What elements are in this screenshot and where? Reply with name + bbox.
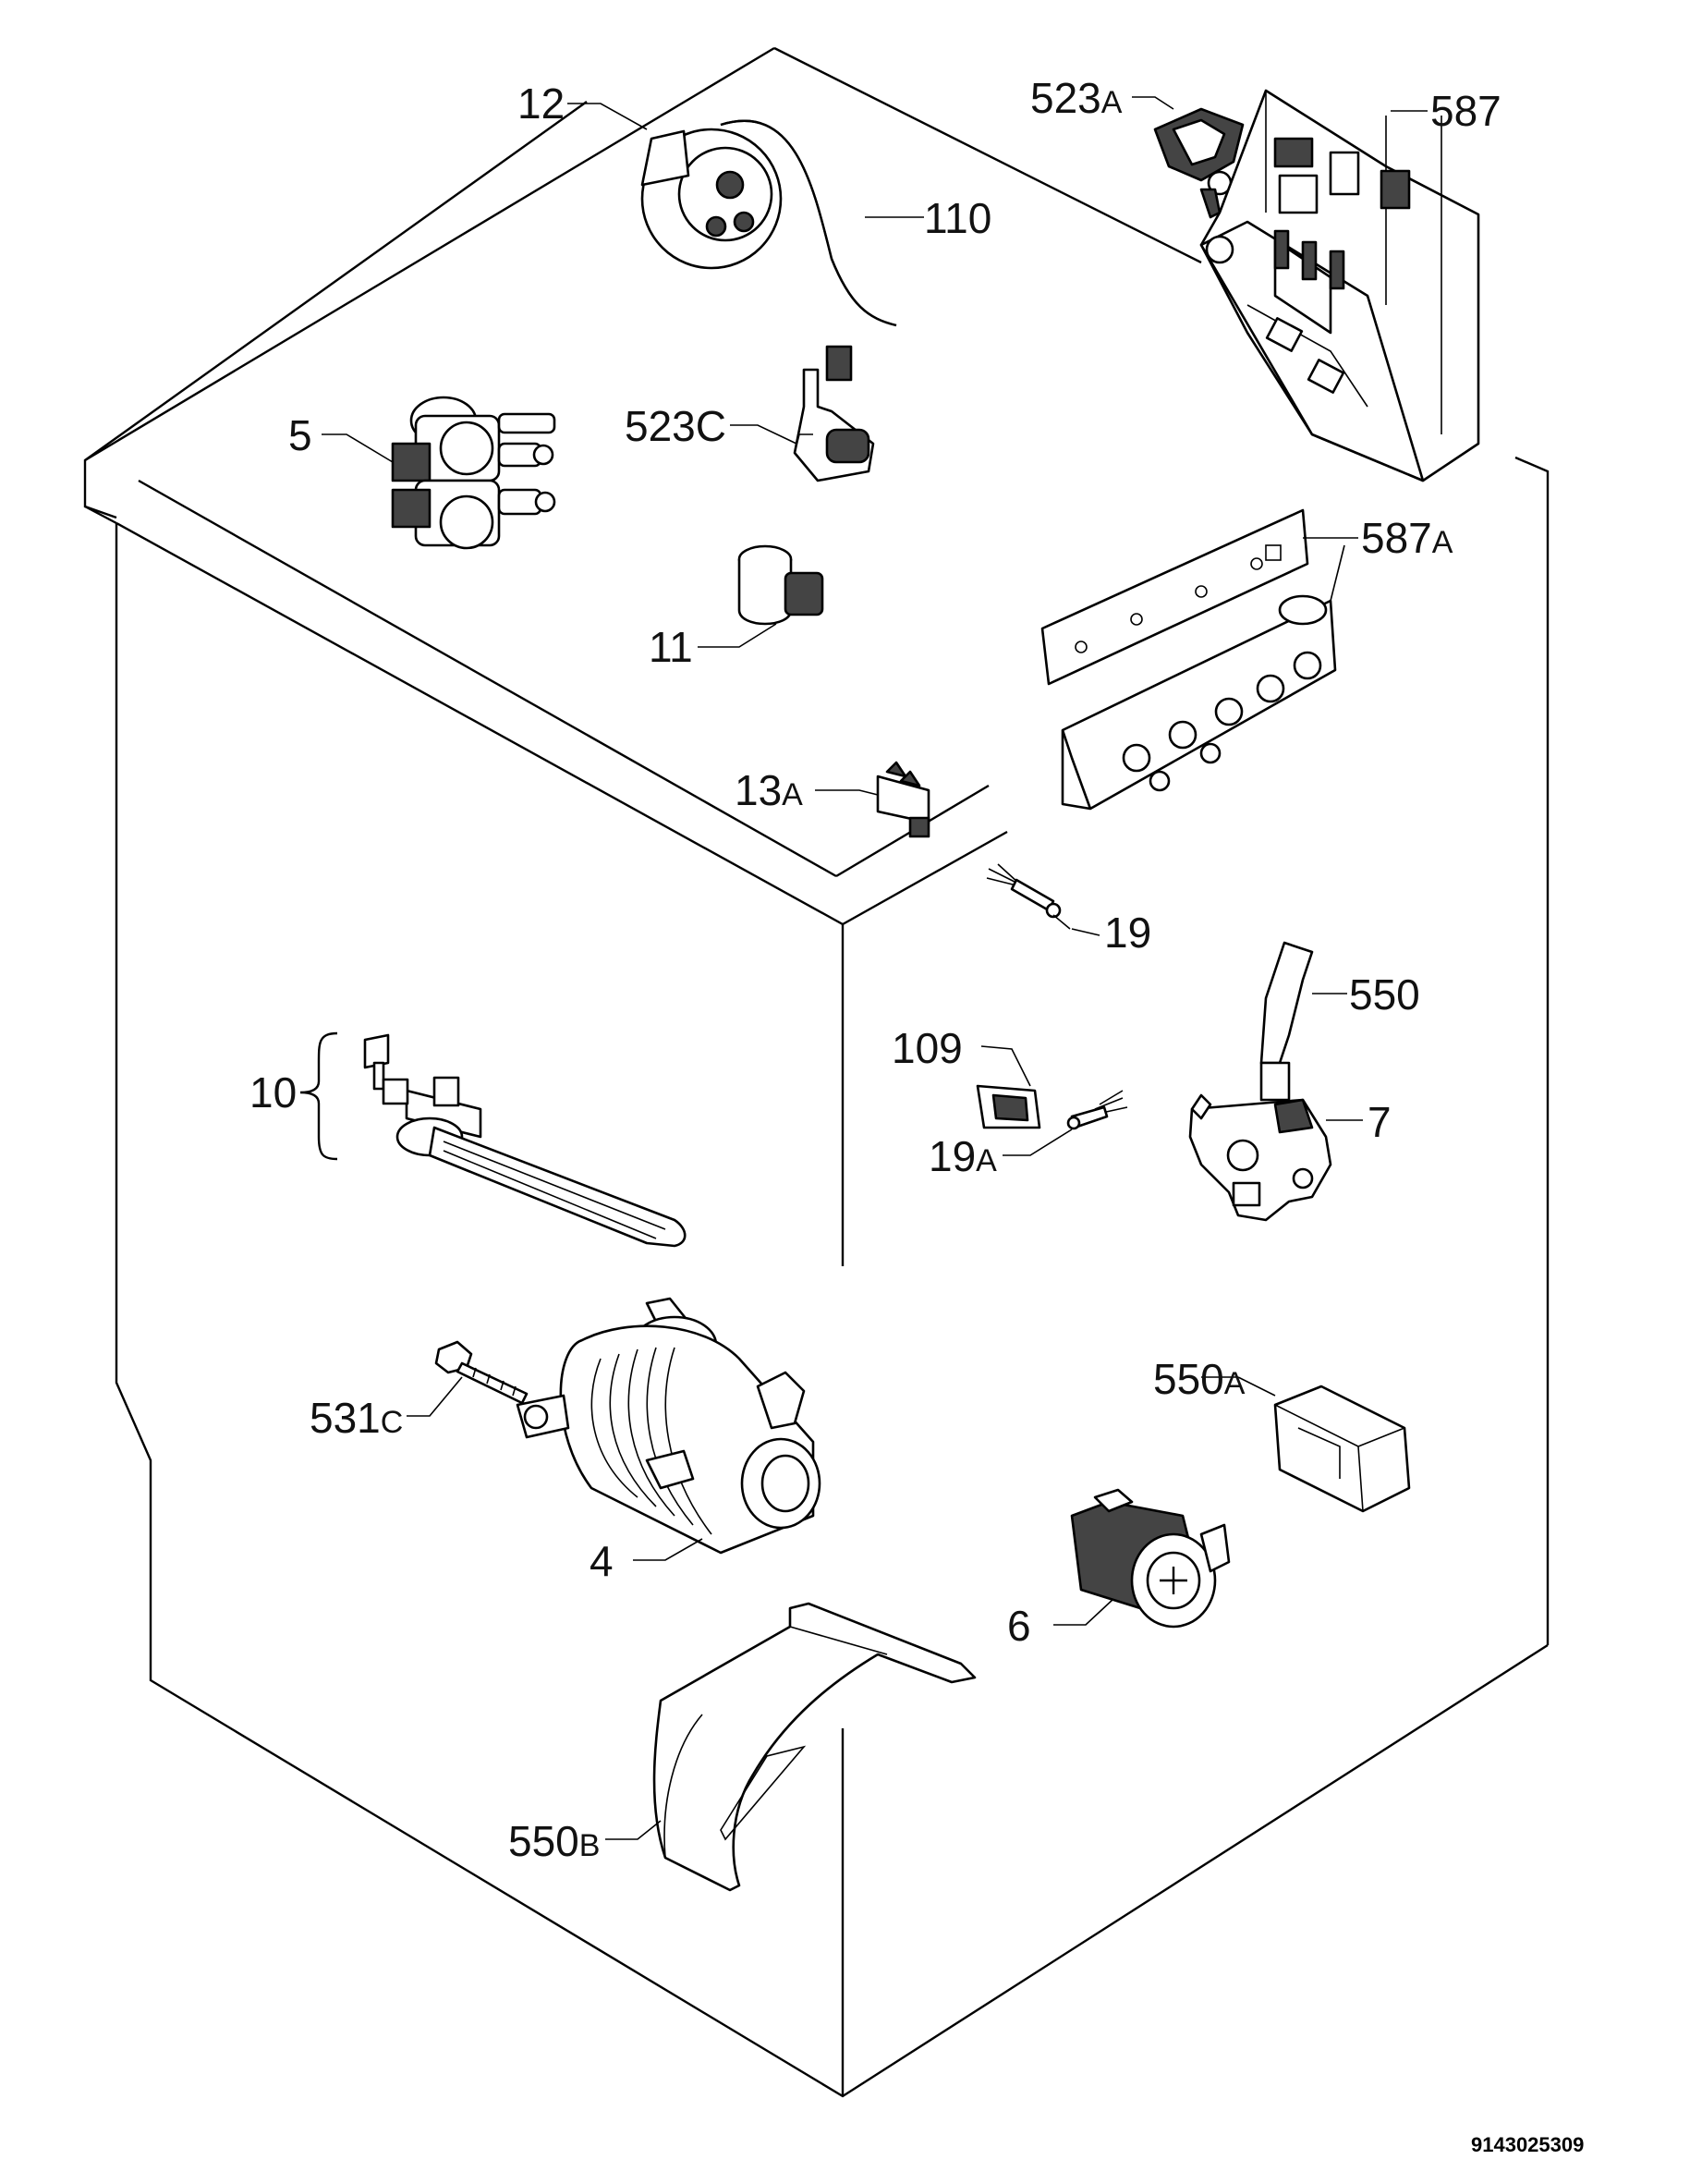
selector-switch-part-6 [1070,1488,1231,1629]
capacitor-part-11 [737,544,824,626]
label-part-587: 587 [1430,87,1501,135]
label-part-7: 7 [1368,1098,1392,1146]
door-lever-part-550 [1259,941,1314,1102]
label-part-13a: 13A [735,766,803,814]
ntc-sensor-part-19a [1066,1090,1128,1130]
ntc-sensor-part-19 [986,863,1062,919]
door-lock-part-7 [1188,1093,1332,1222]
knob-part-523a [1153,107,1245,219]
thermostat-part-523c [793,345,875,482]
cap-part-109 [976,1084,1041,1129]
inlet-valve-part-5 [391,396,556,550]
label-part-12: 12 [517,79,565,128]
label-part-19: 19 [1104,909,1151,957]
label-part-523c: 523C [625,402,726,450]
label-part-4: 4 [590,1537,614,1585]
label-part-5: 5 [288,411,312,459]
label-part-550b: 550B [508,1817,600,1865]
document-number: 9143025309 [1471,2133,1584,2156]
label-part-10: 10 [249,1068,297,1116]
shield-part-550b [652,1602,977,1892]
leader-lines [322,96,1442,1840]
label-part-587a: 587A [1361,514,1453,562]
part-labels: 12 110 523A 587 5 523C 587A 11 13A 19 55… [249,74,1501,1865]
label-part-523a: 523A [1030,74,1123,122]
cover-part-550a [1273,1385,1411,1513]
label-part-19a: 19A [929,1132,997,1180]
label-part-531c: 531C [310,1394,403,1442]
screw-part-531c [434,1340,529,1405]
label-part-550a: 550A [1153,1355,1246,1403]
connector-part-13a [876,761,930,838]
control-panel-part-587a [1040,508,1337,811]
cabinet-outline [83,46,1550,2098]
label-part-6: 6 [1007,1602,1031,1650]
label-part-109: 109 [892,1024,963,1072]
label-part-550: 550 [1349,970,1420,1019]
heating-element-part-10 [299,1031,687,1248]
electronic-module-part-587 [1199,89,1480,482]
pressure-switch-part-12 [640,119,897,327]
label-part-110: 110 [924,194,991,242]
drain-pump-part-4 [516,1297,821,1555]
label-part-11: 11 [649,623,693,671]
